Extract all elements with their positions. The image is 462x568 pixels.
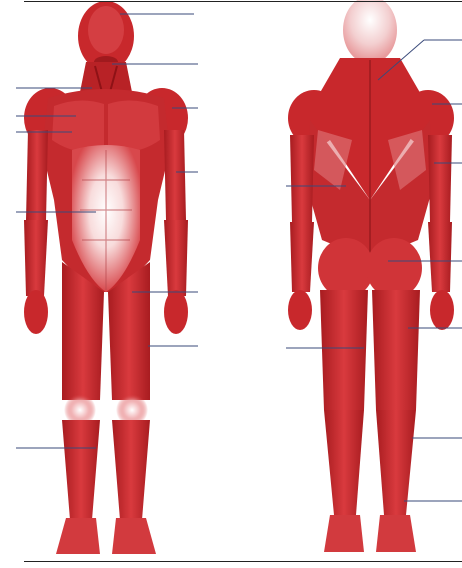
- back-left-foot: [324, 515, 364, 552]
- back-left-forearm: [290, 222, 314, 292]
- front-right-upper-arm: [164, 130, 186, 220]
- front-right-shin: [112, 420, 150, 520]
- front-left-upper-arm: [26, 130, 48, 220]
- front-pectoral-left: [52, 100, 104, 151]
- front-right-foot: [112, 518, 156, 554]
- front-left-forearm: [24, 220, 48, 296]
- front-left-hand: [24, 290, 48, 334]
- posterior-figure: [288, 0, 454, 552]
- anterior-figure: [24, 1, 188, 554]
- front-pectoral-right: [108, 100, 160, 151]
- back-right-calf: [376, 410, 416, 515]
- front-right-hand: [164, 290, 188, 334]
- back-left-upper-arm: [290, 135, 314, 222]
- front-left-foot: [56, 518, 100, 554]
- back-right-upper-arm: [428, 135, 452, 222]
- back-right-thigh: [372, 290, 420, 410]
- top-border: [24, 1, 462, 2]
- back-left-gluteus: [318, 238, 374, 298]
- front-right-forearm: [164, 220, 188, 296]
- bottom-border: [24, 561, 462, 562]
- back-right-gluteus: [366, 238, 422, 298]
- front-left-shin: [62, 420, 100, 520]
- back-left-thigh: [320, 290, 368, 410]
- back-left-hand: [288, 290, 312, 330]
- back-right-forearm: [428, 222, 452, 292]
- back-head: [343, 0, 397, 64]
- back-left-calf: [324, 410, 364, 515]
- back-right-foot: [376, 515, 416, 552]
- back-right-hand: [430, 290, 454, 330]
